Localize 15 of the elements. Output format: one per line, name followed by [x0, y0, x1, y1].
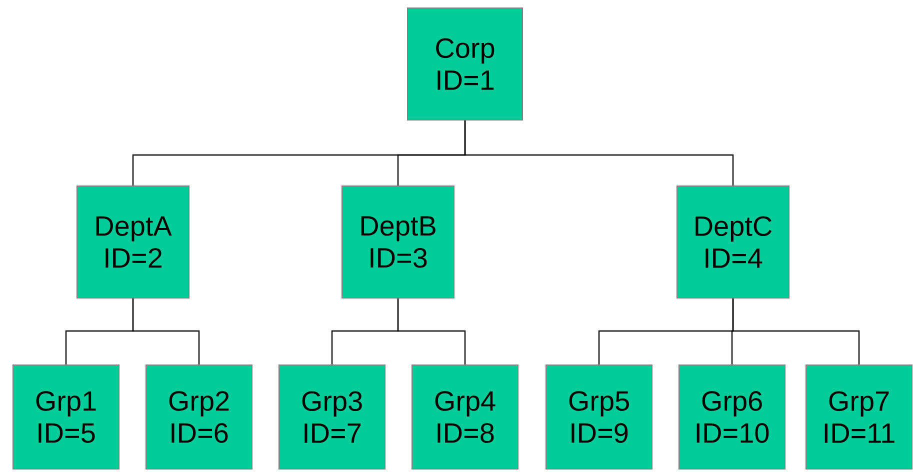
connector-line [464, 120, 734, 186]
org-box: Grp7 ID=11 [806, 364, 912, 470]
org-box: Grp4 ID=8 [412, 364, 518, 470]
org-box: Grp1 ID=5 [12, 364, 120, 470]
org-box: Grp6 ID=10 [678, 364, 786, 470]
org-box: Grp2 ID=6 [146, 364, 252, 470]
org-box: DeptB ID=3 [342, 186, 454, 298]
org-box: Grp5 ID=9 [546, 364, 652, 470]
connector-line [132, 298, 200, 364]
connector-line [732, 298, 860, 364]
org-box: Grp3 ID=7 [278, 364, 386, 470]
org-box: DeptC ID=4 [676, 186, 790, 298]
org-box: DeptA ID=2 [76, 186, 190, 298]
org-box: Corp ID=1 [407, 8, 523, 120]
connector-line [397, 298, 466, 364]
